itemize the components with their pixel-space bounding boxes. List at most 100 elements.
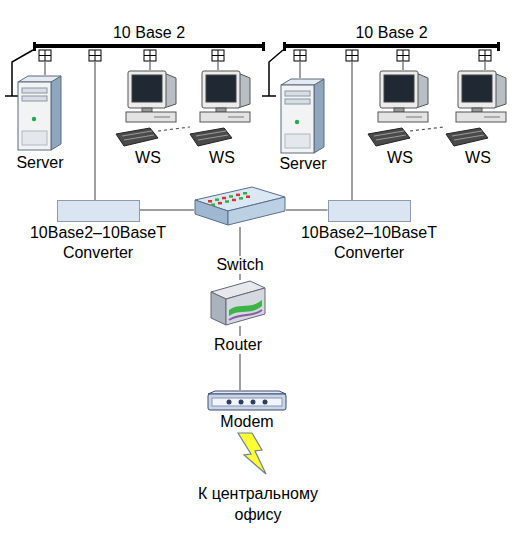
icon-part [446, 128, 488, 146]
device-label: Server [276, 155, 329, 173]
icon-part [374, 131, 406, 140]
device-label: Modem [217, 413, 276, 431]
workstation-icon-shape [366, 70, 434, 148]
t-connector [212, 50, 224, 61]
t-connector [39, 50, 51, 61]
converter-box: 10Base2–10BaseT Converter [15, 200, 181, 263]
bus-end-cap [33, 42, 36, 51]
t-connector [479, 50, 491, 61]
network-link [351, 62, 353, 200]
bus-label: 10 Base 2 [110, 24, 188, 42]
device-label: WS [384, 149, 416, 167]
t-connector [212, 50, 224, 61]
server-icon: Server [276, 78, 329, 173]
network-link [140, 209, 195, 211]
bus-end-cap [497, 42, 500, 51]
t-connector [397, 50, 409, 61]
icon-part [328, 201, 410, 222]
network-link [484, 62, 486, 70]
network-link [44, 62, 46, 75]
icon-part [239, 400, 244, 405]
workstation-icon: WS [114, 70, 182, 167]
icon-part [368, 128, 410, 146]
icon-part [22, 131, 47, 145]
device-label: WS [206, 149, 238, 167]
device-label: 10Base2–10BaseT Converter [286, 223, 452, 263]
icon-part [122, 131, 154, 140]
icon-part [51, 76, 61, 150]
icon-part [32, 117, 36, 121]
t-connector [397, 50, 409, 61]
destination-label: К центральному офису [183, 483, 333, 525]
bus-cable [283, 44, 500, 48]
icon-part [285, 99, 310, 104]
icon-part [239, 197, 243, 200]
server-icon-shape [280, 78, 326, 154]
bus-cable [33, 44, 265, 48]
converter-box-shape [57, 200, 140, 222]
icon-part [232, 199, 236, 202]
icon-part [246, 196, 250, 199]
t-connector [346, 50, 358, 61]
server-icon-shape [17, 75, 63, 151]
icon-part [22, 96, 47, 101]
converter-box: 10Base2–10BaseT Converter [286, 200, 452, 263]
icon-part [190, 128, 232, 146]
icon-part [484, 117, 500, 118]
icon-part [211, 204, 215, 207]
icon-part [462, 75, 492, 102]
workstation-icon: WS [366, 70, 434, 167]
t-connector [479, 50, 491, 61]
icon-part [472, 108, 482, 112]
icon-part [206, 75, 236, 102]
icon-part [229, 195, 233, 198]
icon-part [154, 117, 170, 118]
icon-part [126, 112, 176, 122]
icon-part [22, 88, 47, 93]
t-connector [89, 50, 101, 61]
icon-part [216, 108, 226, 112]
server-icon: Server [13, 75, 66, 172]
t-connector [294, 50, 306, 61]
icon-part [281, 79, 324, 85]
device-label: Router [211, 336, 265, 354]
icon-part [200, 112, 250, 122]
workstation-icon: WS [188, 70, 256, 167]
t-connector [294, 50, 306, 61]
icon-part [458, 71, 496, 108]
icon-part [384, 75, 414, 102]
network-link [299, 62, 301, 78]
icon-part [142, 108, 152, 112]
converter-box-shape [328, 200, 411, 222]
modem-icon-shape [207, 390, 287, 412]
icon-part [128, 71, 166, 108]
bus-end-cap [262, 42, 265, 51]
icon-part [225, 200, 229, 203]
workstation-icon: WS [444, 70, 512, 167]
icon-part [263, 400, 268, 405]
workstation-icon-shape [188, 70, 256, 148]
network-link [94, 62, 96, 200]
router-icon: Router [210, 280, 266, 354]
t-connector [144, 50, 156, 61]
switch-icon-shape [194, 185, 286, 227]
network-link [149, 62, 151, 70]
icon-part [227, 400, 232, 405]
workstation-icon-shape [114, 70, 182, 148]
icon-part [314, 79, 324, 153]
icon-part [215, 198, 219, 201]
bus-line [33, 42, 265, 62]
icon-part [243, 192, 247, 195]
icon-part [208, 200, 212, 203]
icon-part [57, 201, 139, 222]
icon-part [229, 310, 262, 320]
device-label: WS [462, 149, 494, 167]
t-connector [39, 50, 51, 61]
modem-icon: Modem [207, 390, 287, 431]
bus-label: 10 Base 2 [352, 24, 430, 42]
icon-part [212, 398, 282, 406]
t-connector [346, 50, 358, 61]
network-link [402, 62, 404, 70]
network-bus: 10 Base 2 [33, 24, 265, 62]
icon-part [226, 288, 265, 325]
